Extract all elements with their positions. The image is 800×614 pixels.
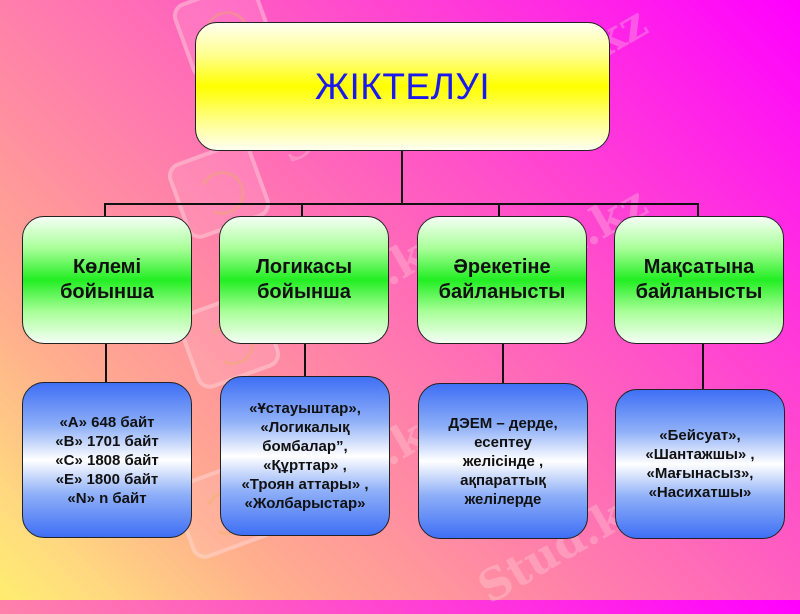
- detail-text: ДЭЕМ – дерде, есептеу желісінде , ақпара…: [448, 414, 558, 508]
- category-label: Әрекетіне байланысты: [438, 256, 566, 303]
- connector-detail-2: [304, 343, 306, 378]
- category-label: Мақсатына байланысты: [635, 256, 763, 303]
- connector-drop-4: [697, 203, 699, 217]
- connector-root-stem: [401, 150, 403, 205]
- category-node-volume: Көлемі бойынша: [22, 216, 192, 344]
- connector-drop-3: [498, 203, 500, 217]
- connector-drop-2: [301, 203, 303, 217]
- connector-horizontal: [104, 203, 699, 205]
- category-node-logic: Логикасы бойынша: [219, 216, 389, 344]
- detail-text: «A» 648 байт «B» 1701 байт «C» 1808 байт…: [55, 413, 159, 507]
- connector-detail-1: [105, 343, 107, 383]
- category-node-purpose: Мақсатына байланысты: [614, 216, 784, 344]
- connector-detail-4: [702, 343, 704, 390]
- root-title: ЖІКТЕЛУІ: [314, 65, 491, 107]
- detail-text: «Ұстауыштар», «Логикалық бомбалар”, «Құр…: [241, 400, 369, 512]
- detail-node-logic: «Ұстауыштар», «Логикалық бомбалар”, «Құр…: [220, 376, 390, 536]
- detail-node-action: ДЭЕМ – дерде, есептеу желісінде , ақпара…: [418, 383, 588, 539]
- detail-node-purpose: «Бейсуат», «Шантажшы» , «Мағынасыз», «На…: [615, 389, 785, 539]
- root-node: ЖІКТЕЛУІ: [195, 22, 610, 151]
- connector-detail-3: [502, 343, 504, 384]
- detail-text: «Бейсуат», «Шантажшы» , «Мағынасыз», «На…: [645, 427, 755, 501]
- detail-node-volume: «A» 648 байт «B» 1701 байт «C» 1808 байт…: [22, 382, 192, 538]
- category-label: Көлемі бойынша: [60, 256, 154, 303]
- connector-drop-1: [104, 203, 106, 217]
- category-node-action: Әрекетіне байланысты: [417, 216, 587, 344]
- slide: Stud.kz Stud.kz Stud.kz Stud.kz Stud.kz …: [0, 0, 800, 600]
- category-label: Логикасы бойынша: [255, 256, 353, 303]
